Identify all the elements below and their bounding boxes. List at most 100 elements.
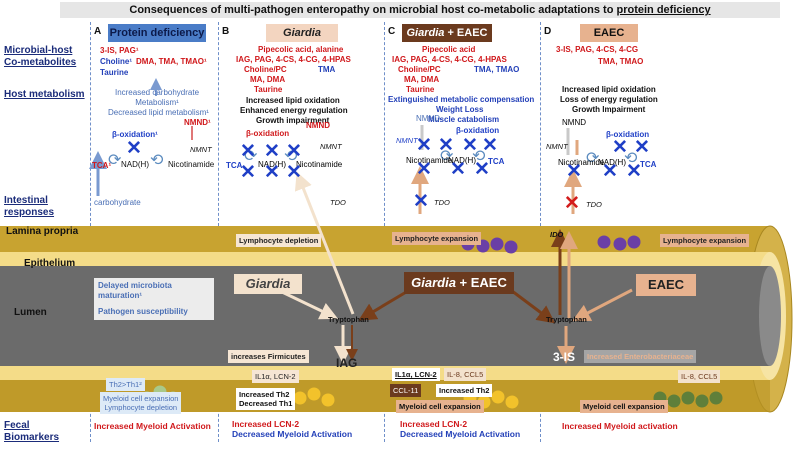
- c-cometab-4: MA, DMA: [404, 75, 440, 84]
- b-tca: TCA: [226, 161, 243, 170]
- c-cycle-icon-2: ⟲: [472, 148, 486, 165]
- c-header-italic: Giardia: [406, 27, 445, 39]
- b-cycle-icon-1: ⟳: [244, 148, 258, 165]
- c-cycle-icon-1: ⟳: [440, 148, 454, 165]
- c-cometab-2: IAG, PAG, 4-CS, 4-CG, 4-HPAS: [392, 55, 507, 64]
- c-x-icon-4: ✕: [482, 135, 498, 156]
- lymphocytes-eaec: [597, 235, 641, 251]
- d-nicotinamide: Nicotinamide: [558, 158, 605, 167]
- b-iag: IAG: [336, 356, 358, 370]
- b-x-icon-6: ✕: [286, 162, 302, 183]
- c-myeloid: Myeloid cell expansion: [396, 400, 484, 413]
- myeloid-cells-d: [653, 391, 723, 408]
- d-nadh: NAD(H): [598, 158, 626, 167]
- a-tca: TCA¹: [92, 161, 112, 170]
- b-fecal-1: Increased LCN-2: [232, 419, 300, 429]
- c-th2: Increased Th2: [436, 384, 493, 397]
- b-cometab-3b: TMA: [318, 65, 336, 74]
- d-cometab-1: 3-IS, PAG, 4-CS, 4-CG: [556, 45, 639, 54]
- c-il8: IL-8, CCL5: [444, 368, 487, 381]
- row-label-intestinal-responses: Intestinal responses: [4, 195, 55, 218]
- a-beta-ox: β-oxidation¹: [112, 130, 158, 139]
- b-x-icon-1: ✕: [240, 141, 256, 162]
- c-nmnt: NMNT: [396, 136, 418, 145]
- b-x-icon-2: ✕: [264, 141, 280, 162]
- a-host-2: Metabolism¹: [135, 98, 179, 107]
- c-cometab-5: Taurine: [406, 85, 435, 94]
- a-beta-ox-block-icon: ✕: [126, 138, 142, 159]
- a-cometab-1: 3-IS, PAG¹: [100, 46, 139, 55]
- d-fecal: Increased Myeloid activation: [562, 421, 678, 431]
- d-cycle-icon-1: ⟳: [586, 150, 600, 167]
- a-cometab-3: Taurine: [100, 68, 129, 77]
- b-il1: IL1α, LCN-2: [252, 370, 299, 383]
- panel-letter-a: A: [94, 26, 102, 37]
- a-th-box: Th2>Th1²: [106, 378, 145, 391]
- d-beta-ox: β-oxidation: [606, 130, 650, 139]
- c-nicotinamide: Nicotinamide: [406, 156, 453, 165]
- a-nicotinamide: Nicotinamide: [168, 160, 215, 169]
- d-x-icon-1: ✕: [612, 137, 628, 158]
- d-x-icon-4: ✕: [602, 161, 618, 182]
- c-ccl11: CCL-11: [390, 384, 422, 397]
- d-x-icon-5: ✕: [626, 161, 642, 182]
- a-nad-cycle-icon: ⟲: [150, 152, 164, 169]
- b-host-2: Enhanced energy regulation: [240, 106, 348, 115]
- b-cycle-icon-2: ⟲: [284, 148, 298, 165]
- d-ido: IDO: [550, 230, 564, 239]
- b-nicotinamide: Nicotinamide: [296, 160, 343, 169]
- b-th-box: Increased Th2 Decreased Th1: [236, 388, 296, 410]
- c-cometab-1: Pipecolic acid: [422, 45, 476, 54]
- c-x-icon-3: ✕: [462, 135, 478, 156]
- c-lumen-rest: + EAEC: [455, 275, 507, 290]
- c-x-icon-7: ✕: [474, 159, 490, 180]
- title-underlined: protein deficiency: [616, 4, 711, 16]
- a-nmnd: NMND¹: [184, 118, 211, 127]
- c-x-icon-1: ✕: [416, 135, 432, 156]
- b-cometab-5: Taurine: [254, 85, 283, 94]
- d-cometab-2: TMA, TMAO: [598, 57, 644, 66]
- c-lp-box: Lymphocyte expansion: [392, 232, 482, 245]
- b-x-icon-4: ✕: [240, 162, 256, 183]
- c-header-rest: + EAEC: [444, 27, 488, 39]
- b-firmicutes: increases Firmicutes: [228, 350, 309, 363]
- c-host-1: Extinguished metabolic compensation: [388, 95, 535, 104]
- panel-letter-d: D: [544, 26, 552, 37]
- a-lumen-box: Delayed microbiota maturation¹ Pathogen …: [94, 278, 214, 320]
- d-myeloid: Myeloid cell expansion: [580, 400, 668, 413]
- c-tdo-x-icon: ✕: [413, 191, 429, 212]
- c-nmnd: NMND: [416, 114, 440, 123]
- a-host-1: Increased carbohydrate: [114, 88, 200, 97]
- c-x-icon-6: ✕: [450, 159, 466, 180]
- c-beta-ox: β-oxidation: [456, 126, 500, 135]
- c-host-2: Weight Loss: [436, 105, 484, 114]
- b-x-icon-5: ✕: [264, 162, 280, 183]
- a-tca-cycle-icon: ⟳: [108, 152, 122, 169]
- a-nadh: NAD(H): [121, 160, 149, 169]
- d-lumen-label: EAEC: [636, 274, 696, 296]
- panel-d-header: EAEC: [580, 24, 638, 42]
- panel-a-header: Protein deficiency: [108, 24, 206, 42]
- d-lp-box: Lymphocyte expansion: [660, 234, 750, 247]
- b-tryptophan: Tryptophan: [328, 315, 369, 324]
- c-tca: TCA: [488, 157, 505, 166]
- d-nmnt: NMNT: [546, 142, 568, 151]
- panel-c-header: Giardia + EAEC: [402, 24, 492, 42]
- label-lumen: Lumen: [14, 307, 47, 318]
- d-host-2: Loss of energy regulation: [560, 95, 658, 104]
- d-tca: TCA: [640, 160, 657, 169]
- d-nmnd: NMND: [562, 118, 586, 127]
- c-lumen-label: Giardia + EAEC: [404, 272, 514, 294]
- c-x-icon-5: ✕: [416, 159, 432, 180]
- b-nmnd: NMND: [306, 121, 330, 130]
- b-cometab-3a: Choline/PC: [244, 65, 287, 74]
- b-lumen-label: Giardia: [234, 274, 302, 294]
- panel-letter-b: B: [222, 26, 230, 37]
- row-label-cometabolites: Microbial-host Co-metabolites: [4, 45, 77, 68]
- a-lumen-box-line2: Pathogen susceptibility: [98, 307, 188, 316]
- panel-b-header: Giardia: [266, 24, 338, 42]
- b-fecal-2: Decreased Myeloid Activation: [232, 429, 353, 439]
- c-il1: IL1α, LCN-2: [392, 368, 440, 381]
- d-tdo: TDO: [586, 200, 602, 209]
